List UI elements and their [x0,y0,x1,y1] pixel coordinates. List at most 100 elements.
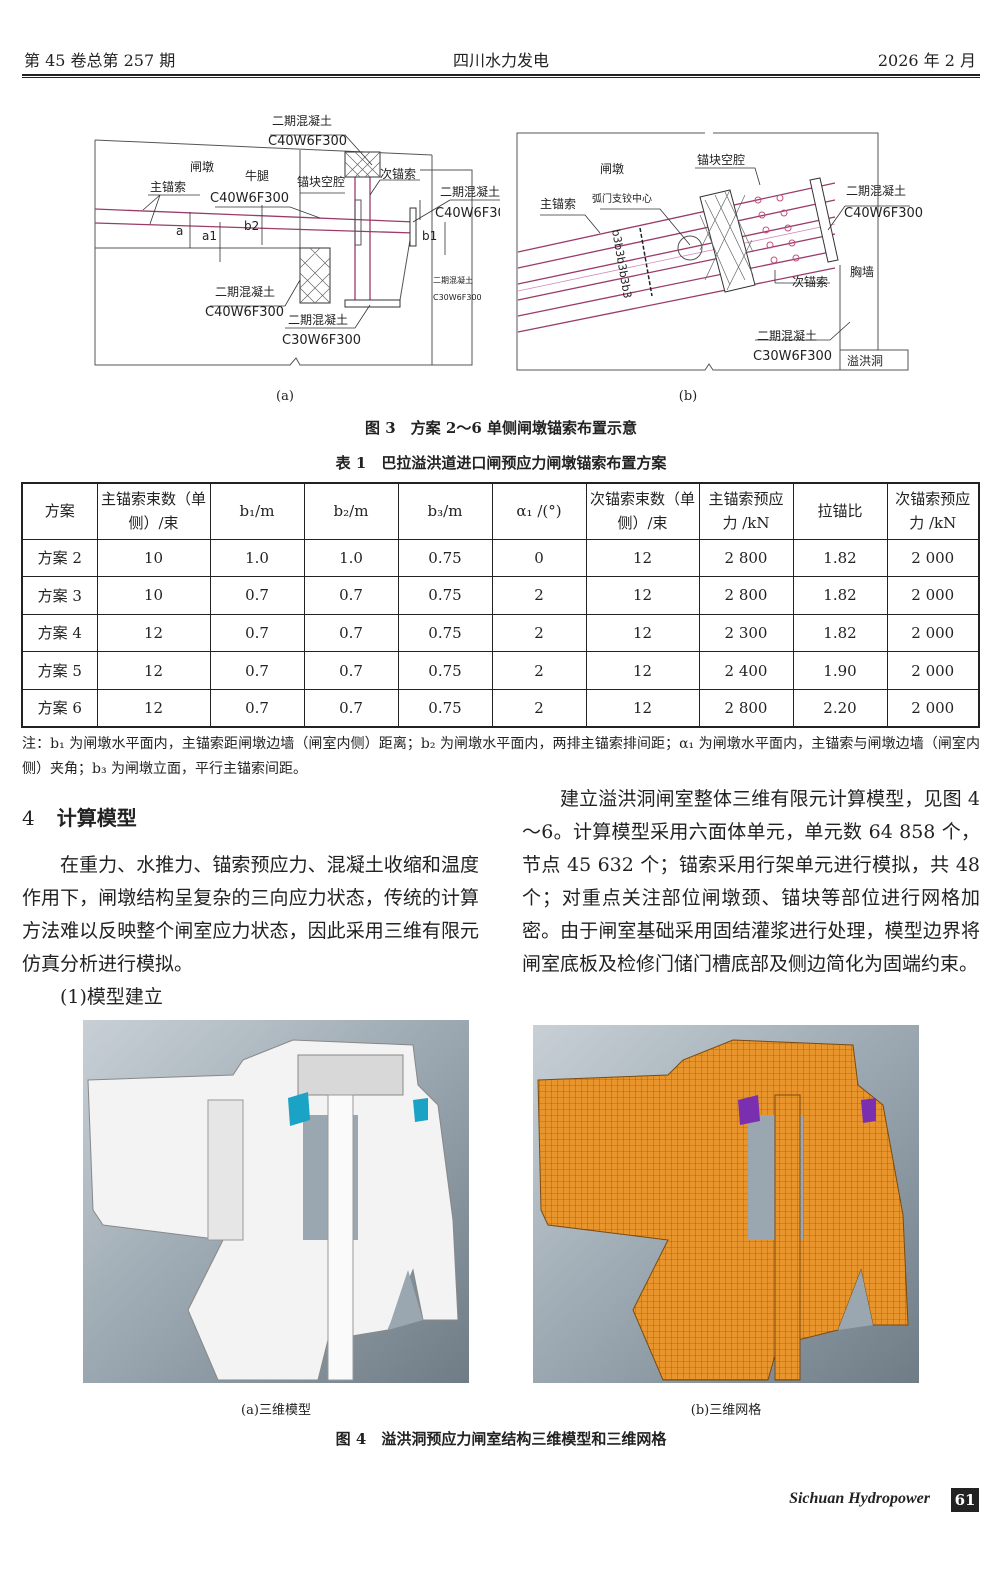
table-cell: 2 800 [698,538,794,578]
figure-4a-label: (a)三维模型 [241,1403,311,1418]
table-cell: 0.7 [303,651,399,690]
table-cell: 12 [96,651,211,690]
table-cell: 方案 3 [21,576,98,615]
table-cell: 1.0 [303,538,399,578]
label-corbel: 牛腿 [245,168,269,183]
table-header-cell: 次锚索预应力 /kN [886,482,980,540]
table-cell: 2 000 [886,651,980,690]
page-number: 61 [951,1488,979,1512]
table-cell: 1.90 [792,651,888,690]
figure-3-caption: 图 3 方案 2～6 单侧闸墩锚索布置示意 [365,419,637,437]
table-header-cell: 次锚索束数（单侧）/束 [585,482,700,540]
label-low-grade: C40W6F300 [205,305,284,320]
figure-4b-mesh-image [533,1025,919,1383]
table-cell: 12 [96,688,211,728]
label-b-secondary-cable: 次锚索 [792,274,828,289]
table-header-cell: b₂/m [303,482,399,540]
label-b-bottom-grade: C30W6F300 [753,349,832,364]
table-cell: 2 000 [886,576,980,615]
header-journal: 四川水力发电 [452,51,549,70]
table-cell: 2 000 [886,538,980,578]
header-volume: 第 45 卷总第 257 期 [24,51,176,70]
table-cell: 2 000 [886,688,980,728]
label-secondary-cable: 次锚索 [380,166,416,181]
table-header-cell: 方案 [21,482,98,540]
table-header-cell: 主锚索预应力 /kN [698,482,794,540]
label-b-breast-wall: 胸墙 [850,264,874,279]
table-cell: 2 [491,651,587,690]
table-cell: 12 [585,538,700,578]
table-header-cell: α₁ /(°) [491,482,587,540]
table-cell: 1.82 [792,538,888,578]
table-cell: 1.82 [792,576,888,615]
section-number: 4 [22,806,35,830]
table-cell: 1.0 [209,538,305,578]
table-header-cell: 主锚索束数（单侧）/束 [96,482,211,540]
table-1-title: 表 1 巴拉溢洪道进口闸预应力闸墩锚索布置方案 [335,454,667,472]
table-cell: 2 400 [698,651,794,690]
label-b-grade: C40W6F300 [844,206,923,221]
table-cell: 12 [585,576,700,615]
figure-4b-label: (b)三维网格 [690,1403,762,1418]
label-b-pier: 闸墩 [600,162,624,176]
table-cell: 0.75 [397,688,493,728]
label-right-grade: C40W6F300 [435,206,500,221]
label-corbel-grade: C40W6F300 [210,191,289,206]
table-cell: 2 300 [698,613,794,653]
table-header-cell: b₃/m [397,482,493,540]
figure-4a-model-image [83,1020,469,1383]
table-cell: 12 [585,651,700,690]
table-cell: 12 [96,613,211,653]
table-cell: 方案 5 [21,651,98,690]
label-bottom-concrete: 二期混凝土 [288,312,348,327]
label-right-concrete: 二期混凝土 [440,184,500,199]
footer-journal: Sichuan Hydropower [789,1490,930,1507]
table-cell: 2 000 [886,613,980,653]
figure-4-caption: 图 4 溢洪洞预应力闸室结构三维模型和三维网格 [335,1430,667,1448]
label-b-concrete: 二期混凝土 [846,183,906,198]
label-b-main-cable: 主锚索 [540,196,576,211]
label-small-concrete: 二期混凝土 [433,275,473,285]
table-cell: 2 [491,688,587,728]
table-cell: 0.75 [397,651,493,690]
table-cell: 2 [491,613,587,653]
anchor-block-icon [288,1092,310,1126]
label-main-cable: 主锚索 [150,179,186,194]
table-cell: 方案 2 [21,538,98,578]
label-b-bottom-concrete: 二期混凝土 [757,328,817,343]
label-b-hinge: 弧门支铰中心 [592,192,652,205]
subheading-model: (1)模型建立 [60,986,163,1008]
table-cell: 0.7 [209,613,305,653]
table-cell: 0.75 [397,576,493,615]
table-header-cell: 拉锚比 [792,482,888,540]
left-paragraph: 在重力、水推力、锚索预应力、混凝土收缩和温度作用下，闸墩结构呈复杂的三向应力状态… [22,854,479,975]
header-rule [22,74,980,78]
figure-3b-label: (b) [678,389,698,404]
table-cell: 2.20 [792,688,888,728]
label-pier: 闸墩 [190,160,214,174]
table-cell: 0 [491,538,587,578]
right-paragraph: 建立溢洪洞闸室整体三维有限元计算模型，见图 4～6。计算模型采用六面体单元，单元… [522,788,980,975]
label-low-concrete: 二期混凝土 [215,284,275,299]
table-cell: 方案 4 [21,613,98,653]
table-cell: 12 [585,688,700,728]
table-note: 注：b₁ 为闸墩水平面内，主锚索距闸墩边墙（闸室内侧）距离；b₂ 为闸墩水平面内… [22,736,980,777]
figure-3a-label: (a) [276,389,294,404]
dim-a: a [176,224,183,238]
section-title: 计算模型 [56,806,137,830]
table-cell: 10 [96,576,211,615]
label-small-grade: C30W6F300 [433,293,482,302]
table-cell: 10 [96,538,211,578]
label-top-concrete: 二期混凝土 [272,113,332,128]
section-heading: 4 计算模型 [22,802,137,831]
table-cell: 0.75 [397,613,493,653]
table-cell: 12 [585,613,700,653]
table-cell: 2 [491,576,587,615]
